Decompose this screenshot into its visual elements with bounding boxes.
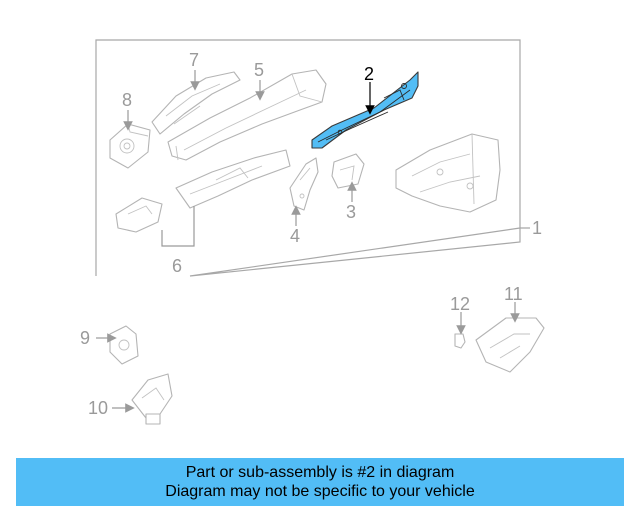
part-4-gusset[interactable] — [289, 157, 319, 211]
part-7-upper-rail[interactable] — [151, 71, 241, 135]
assembly-frame — [95, 39, 530, 277]
caption-line-1: Part or sub-assembly is #2 in diagram — [185, 464, 455, 481]
callout-3: 3 — [346, 202, 356, 222]
part-11-panel[interactable] — [475, 317, 545, 373]
callout-5: 5 — [254, 60, 264, 80]
callout-10: 10 — [88, 398, 108, 418]
part-10-mount[interactable] — [131, 373, 173, 425]
callout-9: 9 — [80, 328, 90, 348]
callout-4: 4 — [290, 226, 300, 246]
callout-7: 7 — [189, 50, 199, 70]
callout-12: 12 — [450, 294, 470, 314]
parts-diagram: 2 5 7 8 3 4 6 1 12 11 9 10 — [80, 39, 545, 425]
part-1-apron[interactable] — [395, 133, 501, 213]
part-6-lower-rail[interactable] — [115, 149, 291, 233]
part-5-side-member[interactable] — [167, 69, 327, 161]
part-3-plate[interactable] — [331, 153, 365, 189]
part-8-bracket[interactable] — [109, 123, 151, 169]
callout-1: 1 — [532, 218, 542, 238]
caption-line-2: Diagram may not be specific to your vehi… — [165, 483, 475, 500]
part-9-bracket[interactable] — [109, 325, 139, 365]
part-12-clip[interactable] — [454, 333, 466, 349]
callout-6: 6 — [172, 256, 182, 276]
callout-8: 8 — [122, 90, 132, 110]
callout-11: 11 — [504, 284, 523, 304]
callout-2: 2 — [364, 64, 374, 84]
caption-banner: Part or sub-assembly is #2 in diagram Di… — [16, 458, 624, 506]
leader-6 — [161, 206, 195, 247]
